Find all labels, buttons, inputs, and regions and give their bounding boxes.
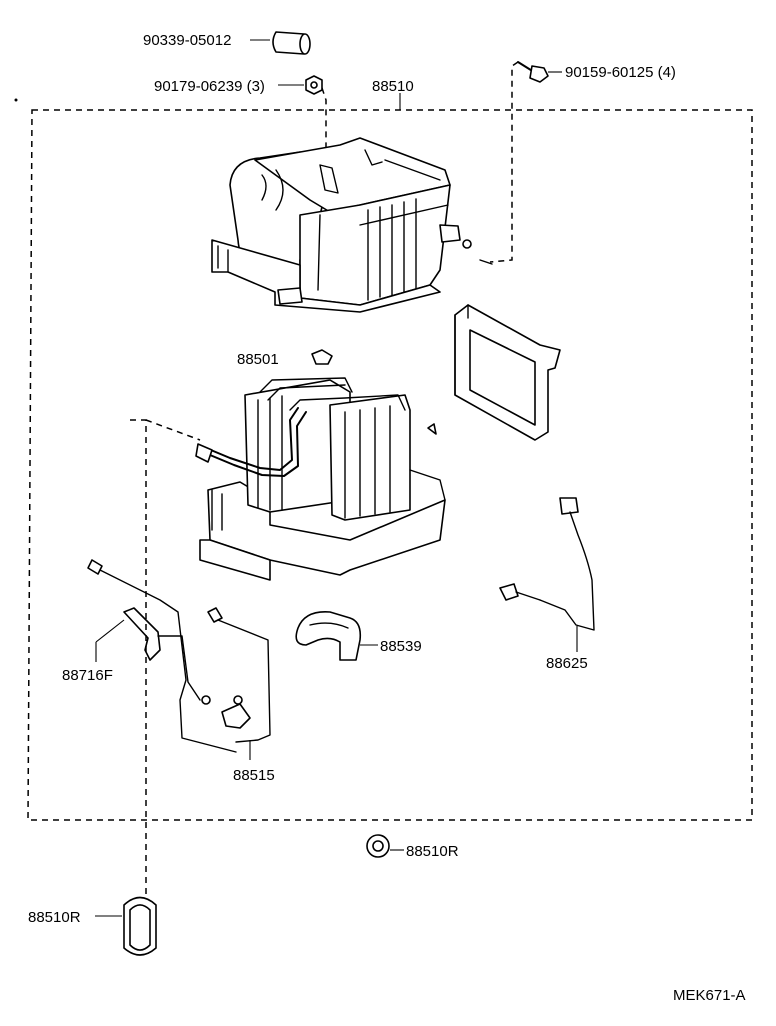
label-88539: 88539 bbox=[380, 638, 422, 655]
part-88716f bbox=[95, 607, 201, 701]
leader-88510r-dashed bbox=[130, 419, 147, 895]
part-90339-05012 bbox=[250, 31, 311, 55]
leader-core-dashed bbox=[145, 419, 201, 441]
label-90179-06239: 90179-06239 (3) bbox=[154, 78, 265, 95]
registration-dot bbox=[14, 98, 18, 102]
upper-housing bbox=[211, 137, 493, 313]
part-88510r-large bbox=[95, 896, 157, 956]
label-88716f: 88716F bbox=[62, 667, 113, 684]
label-88510r-b: 88510R bbox=[28, 909, 81, 926]
label-90159-60125: 90159-60125 (4) bbox=[565, 64, 676, 81]
part-88539 bbox=[295, 611, 378, 661]
part-90159-60125 bbox=[489, 61, 562, 263]
diagram-code: MEK671-A bbox=[673, 987, 746, 1004]
label-88510: 88510 bbox=[372, 78, 414, 95]
part-90179-06239 bbox=[278, 75, 327, 160]
label-90339-05012: 90339-05012 bbox=[143, 32, 231, 49]
part-88515 bbox=[87, 559, 271, 760]
part-88625 bbox=[499, 497, 595, 652]
clip-88501 bbox=[311, 349, 333, 365]
label-88501: 88501 bbox=[237, 351, 279, 368]
filter-frame bbox=[454, 304, 561, 441]
part-88510r-small bbox=[366, 834, 404, 858]
label-88510r-a: 88510R bbox=[406, 843, 459, 860]
label-88625: 88625 bbox=[546, 655, 588, 672]
assembly-boundary bbox=[27, 93, 753, 821]
evaporator-core-assembly bbox=[195, 377, 446, 581]
label-88515: 88515 bbox=[233, 767, 275, 784]
